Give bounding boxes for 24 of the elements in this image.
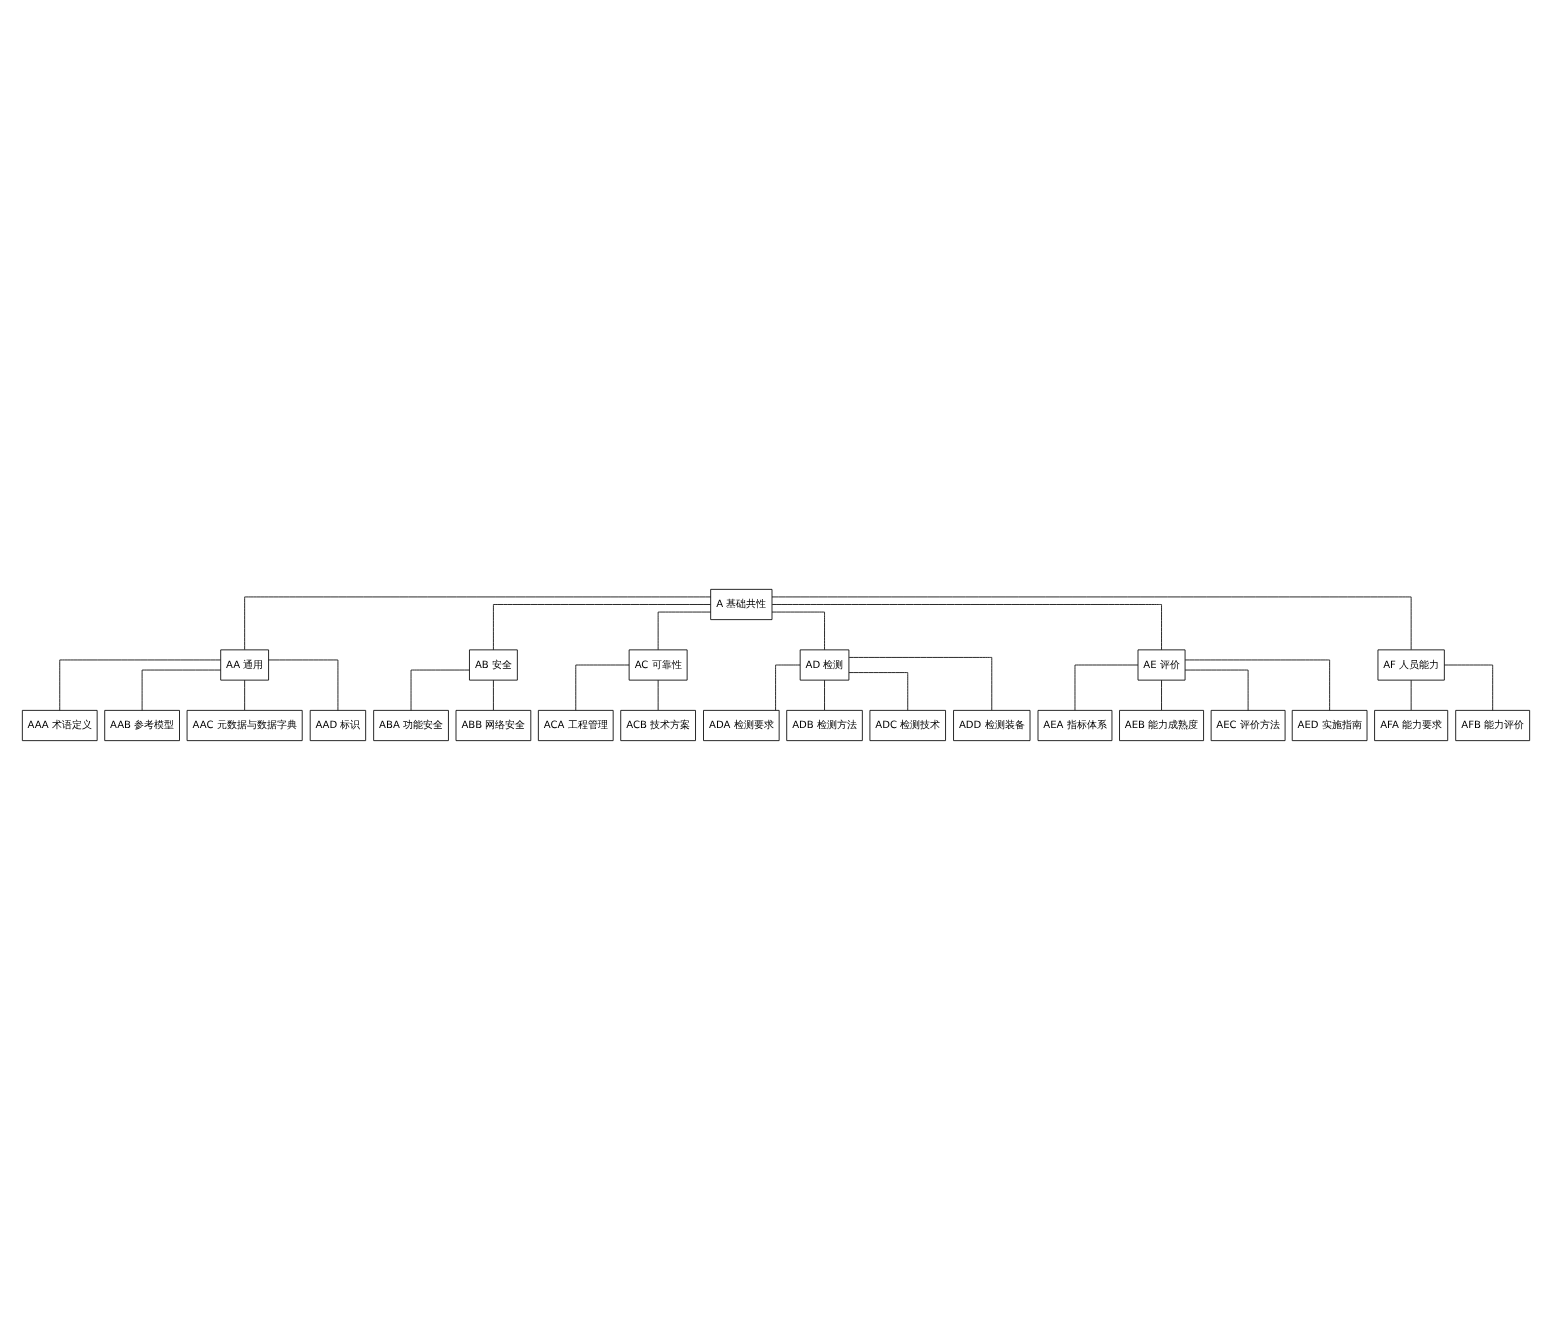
- connector: [657, 678, 659, 710]
- connector: [1410, 678, 1412, 710]
- connector: [1184, 668, 1249, 710]
- connector: [1161, 678, 1162, 710]
- connector: [1444, 663, 1494, 710]
- connector: [59, 658, 221, 710]
- connector: [1184, 658, 1331, 710]
- connector: [771, 610, 825, 650]
- connector: [657, 610, 711, 650]
- connector: [848, 656, 993, 710]
- connector: [493, 678, 494, 710]
- connector: [771, 603, 1162, 650]
- connector: [493, 603, 711, 650]
- connector: [244, 595, 712, 649]
- connector: [244, 678, 246, 710]
- connector: [824, 678, 825, 710]
- connector: [848, 671, 909, 710]
- connector: [268, 658, 339, 710]
- connector: [775, 663, 801, 710]
- connector: [141, 668, 221, 710]
- connector: [1074, 663, 1139, 710]
- connector: [575, 663, 630, 710]
- connector: [410, 668, 470, 710]
- connector: [771, 595, 1412, 649]
